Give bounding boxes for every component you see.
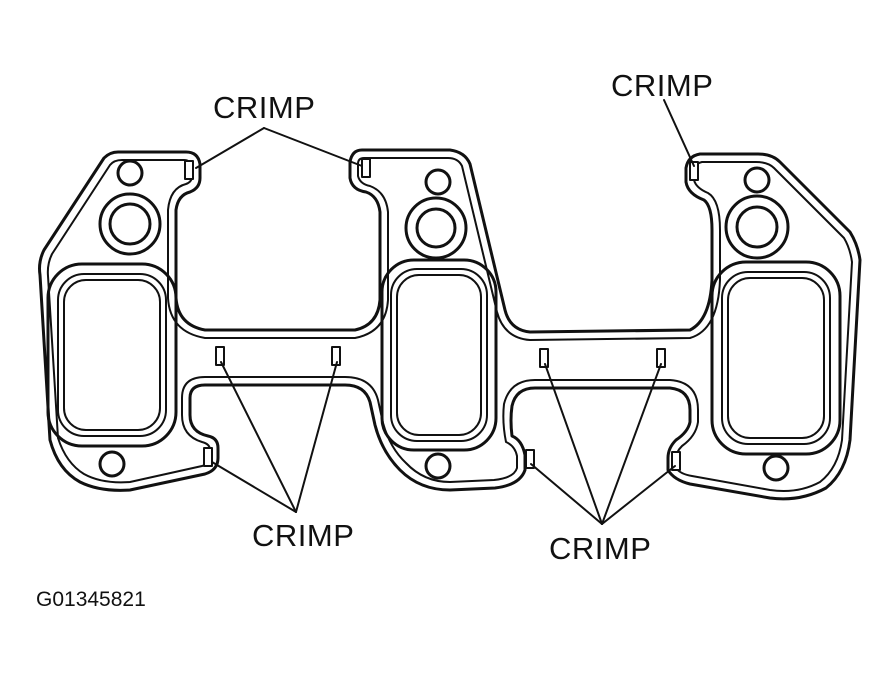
crimp-tab: [361, 158, 371, 178]
leader-line: [211, 461, 297, 513]
leader-line: [544, 363, 603, 525]
crimp-tab: [539, 348, 549, 368]
crimp-tab: [215, 346, 225, 366]
bolt-hole-center-top: [424, 168, 452, 196]
crimp-tab: [656, 348, 666, 368]
figure-id: G01345821: [36, 588, 146, 611]
leader-line: [530, 463, 603, 525]
port-center: [380, 258, 498, 452]
leader-lines: [195, 99, 695, 525]
port-right-core: [727, 277, 825, 439]
crimp-tab: [689, 161, 699, 181]
bolt-hole-right-top: [743, 166, 771, 194]
leader-line: [195, 127, 265, 169]
bolt-hole-right-bottom: [762, 454, 790, 482]
port-left-outer: [46, 262, 178, 448]
port-center-outer: [380, 258, 498, 452]
leader-line: [220, 361, 297, 513]
port-right: [710, 260, 842, 456]
bolt-holes: [98, 159, 790, 482]
port-right-inner: [721, 271, 831, 445]
port-left: [46, 262, 178, 448]
crimp-label-bottom-right: CRIMP: [549, 531, 651, 566]
port-right-outer: [710, 260, 842, 456]
leader-line: [663, 99, 695, 167]
bolt-hole-left-top: [116, 159, 144, 187]
crimp-label-top-left: CRIMP: [213, 90, 315, 125]
bolt-hole-center-bottom: [424, 452, 452, 480]
crimp-tab: [525, 449, 535, 469]
grommet-left-outer: [98, 192, 162, 256]
grommet-right-inner: [735, 205, 779, 249]
grommet-center-outer: [404, 196, 468, 260]
grommet-left-inner: [108, 202, 152, 246]
leader-line: [295, 361, 338, 513]
crimp-tab: [184, 160, 194, 180]
grommet-center-inner: [415, 207, 457, 249]
gasket-outer-edge: [38, 148, 862, 501]
port-left-core: [63, 279, 161, 431]
crimp-label-bottom-left: CRIMP: [252, 518, 354, 553]
grommet-right-outer: [724, 194, 790, 260]
port-center-inner: [390, 268, 488, 442]
leader-line: [263, 127, 363, 167]
crimp-tabs: [184, 158, 699, 471]
leader-line: [601, 363, 662, 525]
crimp-tab: [203, 447, 213, 467]
port-center-core: [396, 274, 482, 436]
crimp-tab: [671, 451, 681, 471]
gasket-outline: [38, 148, 862, 501]
crimp-label-top-right: CRIMP: [611, 68, 713, 103]
leader-line: [601, 465, 676, 525]
bolt-hole-left-bottom: [98, 450, 126, 478]
gasket-inner-edge: [46, 157, 853, 492]
port-left-inner: [57, 273, 167, 437]
